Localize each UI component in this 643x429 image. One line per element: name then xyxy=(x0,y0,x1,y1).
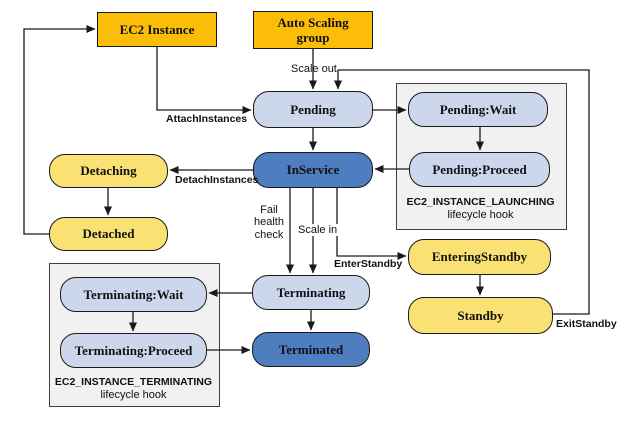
node-ec2-instance: EC2 Instance xyxy=(97,12,217,47)
label-scale-out: Scale out xyxy=(291,63,337,75)
node-inservice: InService xyxy=(253,152,373,188)
node-terminating-proceed: Terminating:Proceed xyxy=(60,333,207,368)
edge-attach-instances xyxy=(156,47,252,114)
node-standby: Standby xyxy=(408,297,553,334)
label-attach-instances: AttachInstances xyxy=(166,113,248,125)
node-pending-wait: Pending:Wait xyxy=(408,92,548,127)
node-terminating: Terminating xyxy=(252,275,370,310)
node-terminated: Terminated xyxy=(252,332,370,367)
node-pending-proceed: Pending:Proceed xyxy=(409,152,550,187)
node-pending: Pending xyxy=(253,91,373,128)
node-entering-standby: EnteringStandby xyxy=(408,239,551,275)
label-launching-hook-caption: lifecycle hook xyxy=(447,209,514,221)
label-fail-health-check: Fail health check xyxy=(254,204,284,241)
label-scale-in: Scale in xyxy=(296,224,340,236)
label-terminating-hook-caption: lifecycle hook xyxy=(100,389,167,401)
label-detach-instances: DetachInstances xyxy=(175,174,259,186)
edge-enter-standby xyxy=(336,188,407,260)
node-terminating-wait: Terminating:Wait xyxy=(60,277,207,312)
node-detaching: Detaching xyxy=(49,154,168,188)
label-exit-standby: ExitStandby xyxy=(556,318,617,330)
edge-detached-to-ec2 xyxy=(23,25,96,235)
label-enter-standby: EnterStandby xyxy=(334,258,403,270)
label-terminating-hook-name: EC2_INSTANCE_TERMINATING xyxy=(54,376,213,388)
node-auto-scaling-group: Auto Scaling group xyxy=(253,11,373,49)
edge-exit-standby-return xyxy=(334,69,590,315)
label-launching-hook-name: EC2_INSTANCE_LAUNCHING xyxy=(406,196,555,208)
node-detached: Detached xyxy=(49,217,168,251)
